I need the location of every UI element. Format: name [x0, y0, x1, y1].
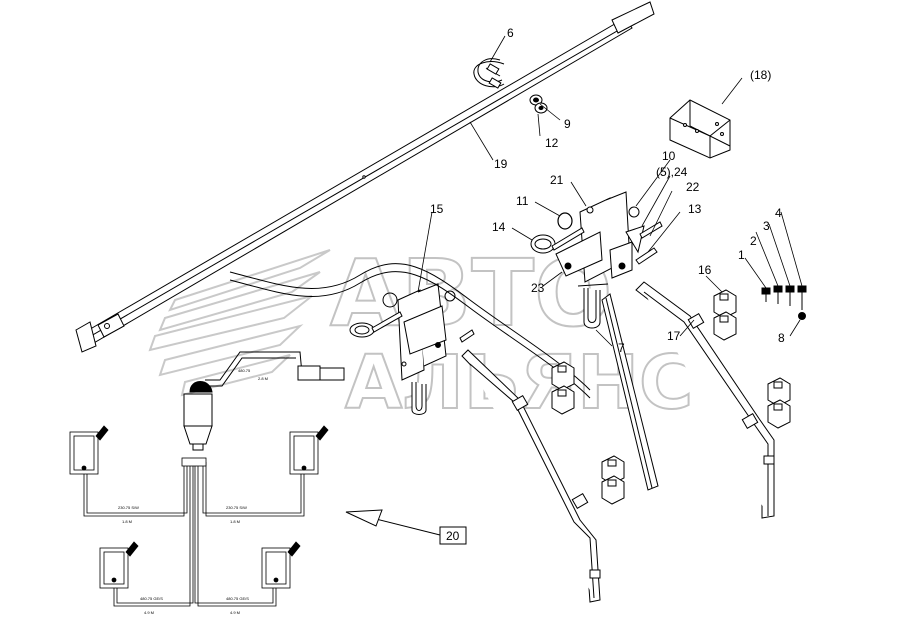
callout-2: 2 [750, 234, 757, 248]
arm-right [635, 281, 775, 519]
part-18-bracket [669, 99, 731, 159]
callout-10: 10 [662, 149, 676, 163]
wire-label-5: 480.75 [238, 368, 251, 373]
wire-label-2: 230.75 S/W [226, 505, 247, 510]
bolt-2 [773, 285, 783, 304]
clamp-h [601, 475, 625, 505]
connector-plug [183, 381, 213, 451]
callout-17: 17 [667, 329, 681, 343]
callout-15: 15 [430, 202, 444, 216]
light-top-right [289, 425, 329, 475]
callout-1: 1 [738, 248, 745, 262]
clamp-f [767, 399, 791, 429]
part-19-long-bar [75, 1, 655, 353]
part-12-washer [534, 102, 548, 114]
part-20-wiring-harness [69, 425, 329, 607]
callout-14: 14 [492, 220, 506, 234]
part-9-nut [529, 94, 543, 106]
part-8-nut [798, 312, 806, 320]
callout-labels: 6 9 12 19 (18) 10 (5),24 22 13 21 11 14 … [430, 26, 785, 545]
callout-20-arrow [345, 509, 441, 536]
wire-label-3b: 4.9 M [144, 610, 154, 615]
light-bottom-left [99, 541, 139, 589]
callout-3: 3 [763, 219, 770, 233]
callout-5-24: (5),24 [656, 165, 688, 179]
callout-7: 7 [618, 341, 625, 355]
leader-lines [417, 35, 803, 347]
part-16-clamp [551, 289, 791, 505]
callout-13: 13 [688, 202, 702, 216]
wire-label-3: 480.75 GE/S [140, 596, 163, 601]
part-6-u-bolt [473, 58, 505, 89]
callout-19: 19 [494, 157, 508, 171]
watermark-emblem-icon [148, 249, 331, 397]
bolt-4 [797, 285, 807, 310]
clamp-b [713, 311, 737, 341]
part-15-bracket [397, 283, 475, 415]
callout-20: 20 [446, 529, 460, 543]
part-14-linch-pin [530, 227, 585, 254]
bolt-3 [785, 285, 795, 306]
part-15-ring [349, 292, 403, 338]
bolt-1 [761, 287, 771, 302]
callout-21: 21 [550, 173, 564, 187]
light-top-left [69, 425, 109, 475]
arm-left [461, 349, 601, 603]
callout-11: 11 [516, 194, 529, 208]
callout-12: 12 [545, 136, 559, 150]
wire-label-4: 480.75 GE/S [226, 596, 249, 601]
clamp-d [551, 385, 575, 415]
wire-label-1: 230.75 S/W [118, 505, 139, 510]
callout-6: 6 [507, 26, 514, 40]
part-11-ring [557, 212, 573, 230]
callout-4: 4 [775, 206, 782, 220]
wire-label-2b: 1.8 M [230, 519, 240, 524]
clamp-g [601, 455, 625, 485]
part-central-bracket [555, 191, 645, 329]
wire-label-5b: 2.8 M [258, 376, 268, 381]
callout-18: (18) [750, 68, 771, 82]
wire-label-4b: 4.9 M [230, 610, 240, 615]
callout-22: 22 [686, 180, 700, 194]
callout-16: 16 [698, 263, 712, 277]
clamp-a [713, 289, 737, 319]
wire-label-1b: 1.8 M [122, 519, 132, 524]
part-13-pin [635, 247, 658, 265]
arm-middle [601, 293, 659, 491]
part-bolts-1-4 [761, 285, 807, 310]
callout-23: 23 [531, 281, 545, 295]
callout-20-box: 20 [439, 526, 467, 545]
callout-9: 9 [564, 117, 571, 131]
part-22-bolt [639, 221, 663, 239]
light-bottom-right [261, 541, 301, 589]
clamp-e [767, 377, 791, 407]
cable-hose [205, 263, 591, 399]
clamp-c [551, 361, 575, 391]
callout-8: 8 [778, 331, 785, 345]
